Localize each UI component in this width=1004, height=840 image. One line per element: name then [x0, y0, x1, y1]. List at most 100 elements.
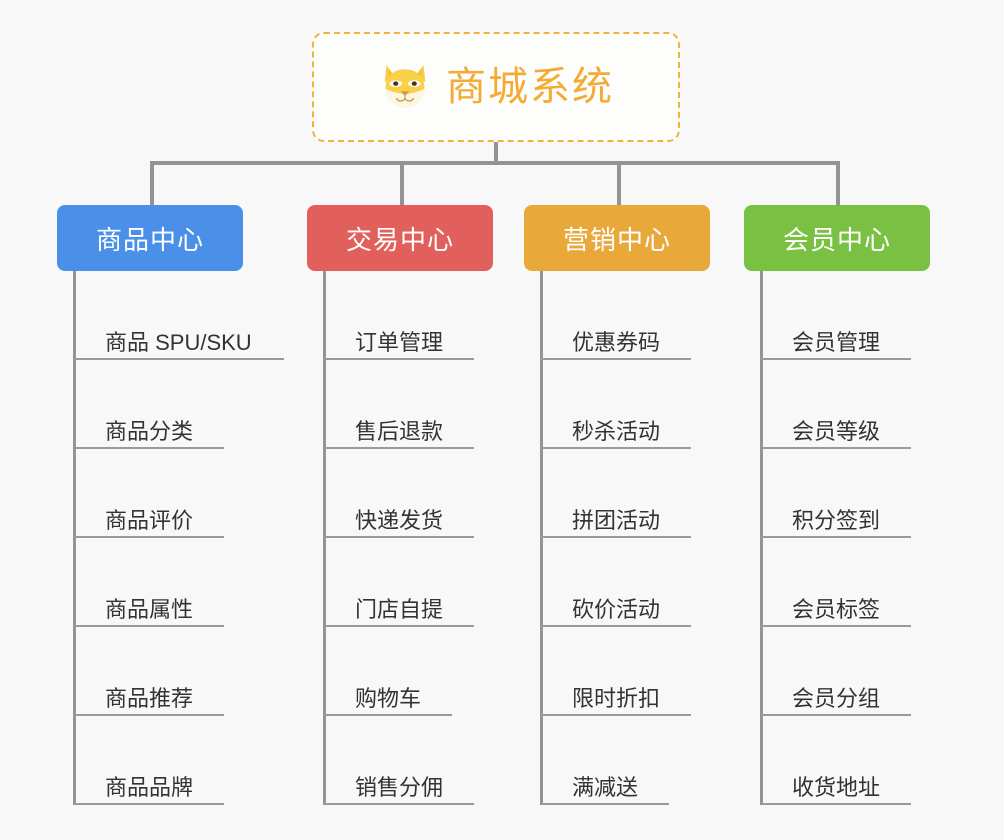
list-item-underline: [324, 447, 474, 449]
list-item-label: 商品品牌: [105, 775, 194, 800]
list-item[interactable]: 会员标签: [744, 538, 959, 627]
list-item-label: 销售分佣: [355, 775, 444, 800]
list-item-label: 会员标签: [792, 597, 881, 622]
list-item[interactable]: 商品品牌: [57, 716, 317, 805]
subitem-list: 订单管理售后退款快递发货门店自提购物车销售分佣: [307, 271, 522, 805]
connector-horizontal-bar: [150, 161, 840, 165]
list-item-underline: [541, 358, 691, 360]
list-item-underline: [541, 536, 691, 538]
list-item-underline: [324, 625, 474, 627]
list-item[interactable]: 商品评价: [57, 449, 317, 538]
list-item-underline: [74, 714, 224, 716]
category-header-2[interactable]: 交易中心: [307, 205, 493, 271]
list-item-label: 售后退款: [355, 419, 444, 444]
list-item[interactable]: 积分签到: [744, 449, 959, 538]
list-item[interactable]: 限时折扣: [524, 627, 739, 716]
list-item-underline: [541, 625, 691, 627]
list-item[interactable]: 满减送: [524, 716, 739, 805]
category-header-label: 营销中心: [562, 224, 671, 255]
list-item-label: 会员等级: [792, 419, 881, 444]
list-item[interactable]: 优惠券码: [524, 271, 739, 360]
list-item[interactable]: 秒杀活动: [524, 360, 739, 449]
list-item-label: 购物车: [355, 686, 422, 711]
list-item-underline: [324, 803, 474, 805]
list-item-label: 收货地址: [792, 775, 881, 800]
list-item[interactable]: 商品 SPU/SKU: [57, 271, 317, 360]
category-header-label: 商品中心: [95, 224, 204, 255]
connector-root-stem: [494, 142, 498, 163]
root-node[interactable]: 商城系统: [312, 32, 680, 142]
list-item-underline: [761, 625, 911, 627]
list-item-label: 会员管理: [792, 330, 881, 355]
list-item-label: 会员分组: [792, 686, 881, 711]
list-item-underline: [541, 714, 691, 716]
list-item-label: 满减送: [572, 775, 639, 800]
root-title: 商城系统: [446, 65, 614, 109]
list-item[interactable]: 门店自提: [307, 538, 522, 627]
list-item[interactable]: 购物车: [307, 627, 522, 716]
category-header-label: 会员中心: [782, 224, 891, 255]
category-header-1[interactable]: 商品中心: [57, 205, 243, 271]
list-item-label: 订单管理: [355, 330, 444, 355]
list-item-underline: [541, 803, 669, 805]
list-item-label: 积分签到: [792, 508, 881, 533]
category-header-4[interactable]: 会员中心: [744, 205, 930, 271]
column-rail: [73, 271, 76, 805]
list-item-label: 商品评价: [105, 508, 194, 533]
list-item[interactable]: 拼团活动: [524, 449, 739, 538]
list-item[interactable]: 砍价活动: [524, 538, 739, 627]
list-item-underline: [761, 536, 911, 538]
list-item-underline: [74, 358, 284, 360]
list-item-underline: [74, 447, 224, 449]
column-rail: [540, 271, 543, 805]
list-item-label: 商品 SPU/SKU: [105, 330, 252, 355]
connector-branch-1: [150, 161, 154, 205]
list-item-underline: [74, 625, 224, 627]
list-item-label: 商品分类: [105, 419, 194, 444]
list-item-underline: [761, 358, 911, 360]
list-item-underline: [324, 358, 474, 360]
list-item[interactable]: 快递发货: [307, 449, 522, 538]
list-item-label: 秒杀活动: [572, 419, 661, 444]
connector-branch-3: [617, 161, 621, 205]
category-column: 营销中心优惠券码秒杀活动拼团活动砍价活动限时折扣满减送: [524, 205, 739, 805]
list-item-label: 限时折扣: [572, 686, 661, 711]
list-item[interactable]: 商品推荐: [57, 627, 317, 716]
category-column: 商品中心商品 SPU/SKU 商品分类商品评价商品属性商品推荐商品品牌: [57, 205, 317, 805]
list-item-underline: [324, 536, 474, 538]
list-item[interactable]: 售后退款: [307, 360, 522, 449]
column-rail: [760, 271, 763, 805]
list-item[interactable]: 会员管理: [744, 271, 959, 360]
list-item-underline: [74, 803, 224, 805]
list-item-label: 砍价活动: [572, 597, 661, 622]
column-rail: [323, 271, 326, 805]
list-item-underline: [324, 714, 452, 716]
list-item-label: 快递发货: [355, 508, 444, 533]
list-item-underline: [761, 803, 911, 805]
shiba-dog-icon: [384, 65, 426, 108]
category-header-3[interactable]: 营销中心: [524, 205, 710, 271]
subitem-list: 会员管理会员等级积分签到会员标签会员分组收货地址: [744, 271, 959, 805]
list-item-label: 商品推荐: [105, 686, 194, 711]
category-column: 交易中心订单管理售后退款快递发货门店自提购物车销售分佣: [307, 205, 522, 805]
list-item-underline: [761, 447, 911, 449]
list-item-underline: [74, 536, 224, 538]
list-item-underline: [761, 714, 911, 716]
list-item[interactable]: 会员分组: [744, 627, 959, 716]
category-header-label: 交易中心: [345, 224, 454, 255]
connector-branch-4: [836, 161, 840, 205]
subitem-list: 优惠券码秒杀活动拼团活动砍价活动限时折扣满减送: [524, 271, 739, 805]
connector-branch-2: [400, 161, 404, 205]
list-item[interactable]: 会员等级: [744, 360, 959, 449]
list-item[interactable]: 销售分佣: [307, 716, 522, 805]
list-item-label: 优惠券码: [572, 330, 661, 355]
category-column: 会员中心会员管理会员等级积分签到会员标签会员分组收货地址: [744, 205, 959, 805]
list-item[interactable]: 收货地址: [744, 716, 959, 805]
list-item[interactable]: 商品属性: [57, 538, 317, 627]
list-item[interactable]: 商品分类: [57, 360, 317, 449]
list-item[interactable]: 订单管理: [307, 271, 522, 360]
list-item-label: 拼团活动: [572, 508, 661, 533]
list-item-label: 门店自提: [355, 597, 444, 622]
list-item-label: 商品属性: [105, 597, 194, 622]
